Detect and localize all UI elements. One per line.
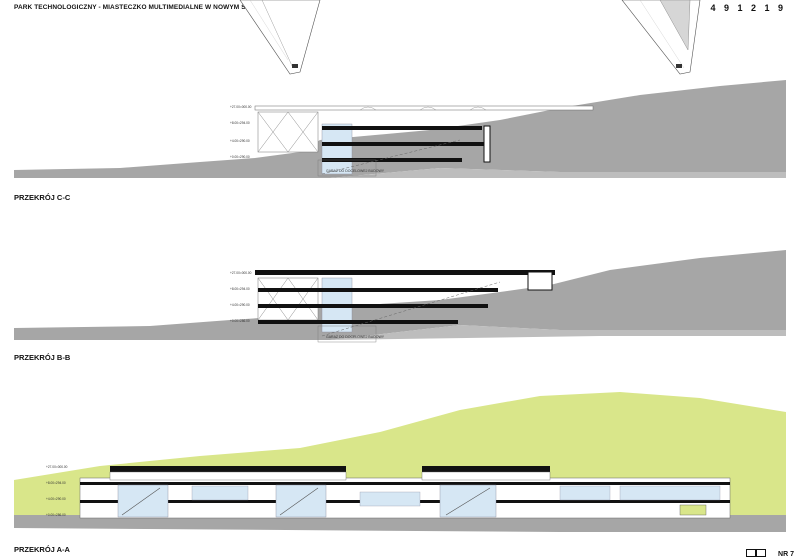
terrain-a-a: [14, 515, 786, 532]
svg-text:+8.00=294.00: +8.00=294.00: [230, 121, 250, 125]
section-label-b-b: PRZEKRÓJ B-B: [14, 353, 71, 362]
sheet-title: PARK TECHNOLOGICZNY - MIASTECZKO MULTIME…: [14, 4, 265, 11]
section-a-a: +27.00=000.00 +8.00=294.00 +4.00=290.00 …: [14, 392, 786, 532]
plan-fragment-right: [621, 0, 701, 75]
section-label-c-c: PRZEKRÓJ C-C: [14, 193, 71, 202]
level-marks-a-a: +27.00=000.00 +8.00=294.00 +4.00=290.00 …: [46, 465, 68, 517]
svg-text:+0.00=286.00: +0.00=286.00: [46, 513, 66, 517]
note-c-c: GARAŻ DO DOCELOWEJ BUDOWY: [326, 168, 385, 173]
slab-b-b-1: [258, 288, 498, 292]
svg-text:+4.00=290.00: +4.00=290.00: [46, 497, 66, 501]
roof-slab-b-b: [255, 270, 555, 275]
plan-fragment-left: [239, 0, 321, 75]
section-label-a-a: PRZEKRÓJ A-A: [14, 545, 70, 554]
glass-core-c-c: [321, 123, 353, 175]
terrain-c-c: [14, 80, 786, 178]
level-marks-b-b: +27.00=000.00 +8.00=294.00 +4.00=290.00 …: [230, 271, 252, 323]
svg-text:+4.00=290.00: +4.00=290.00: [230, 303, 250, 307]
roof-slab-c-c: [254, 105, 594, 111]
note-b-b: GARAŻ DO DOCELOWEJ BUDOWY: [326, 334, 385, 339]
svg-text:+27.00=000.00: +27.00=000.00: [230, 271, 252, 275]
sheet-marker-box: [746, 549, 756, 557]
slab-b-b-2: [258, 304, 488, 308]
slab-b-b-3: [258, 320, 458, 324]
section-c-c: GARAŻ DO DOCELOWEJ BUDOWY +27.00=000.00 …: [14, 80, 786, 178]
level-marks-c-c: +27.00=000.00 +8.00=294.00 +4.00=290.00 …: [230, 105, 252, 159]
terrain-b-b: [14, 250, 786, 340]
sheet-number: NR 7: [778, 551, 794, 558]
project-id: 4 9 1 2 1 9: [710, 3, 786, 13]
slab-c-c-2: [322, 142, 488, 146]
svg-text:+8.00=294.00: +8.00=294.00: [46, 481, 66, 485]
svg-text:+0.00=286.00: +0.00=286.00: [230, 319, 250, 323]
svg-text:+27.00=000.00: +27.00=000.00: [46, 465, 68, 469]
svg-text:+27.00=000.00: +27.00=000.00: [230, 105, 252, 109]
slab-c-c-3: [322, 158, 462, 162]
svg-text:+4.00=290.00: +4.00=290.00: [230, 139, 250, 143]
svg-text:+8.00=294.00: +8.00=294.00: [230, 287, 250, 291]
slab-c-c-1: [322, 126, 482, 130]
section-b-b: GARAŻ DO DOCELOWEJ BUDOWY +27.00=000.00 …: [14, 250, 786, 343]
svg-text:+0.00=290.00: +0.00=290.00: [230, 155, 250, 159]
sheet-marker-box: [756, 549, 766, 557]
